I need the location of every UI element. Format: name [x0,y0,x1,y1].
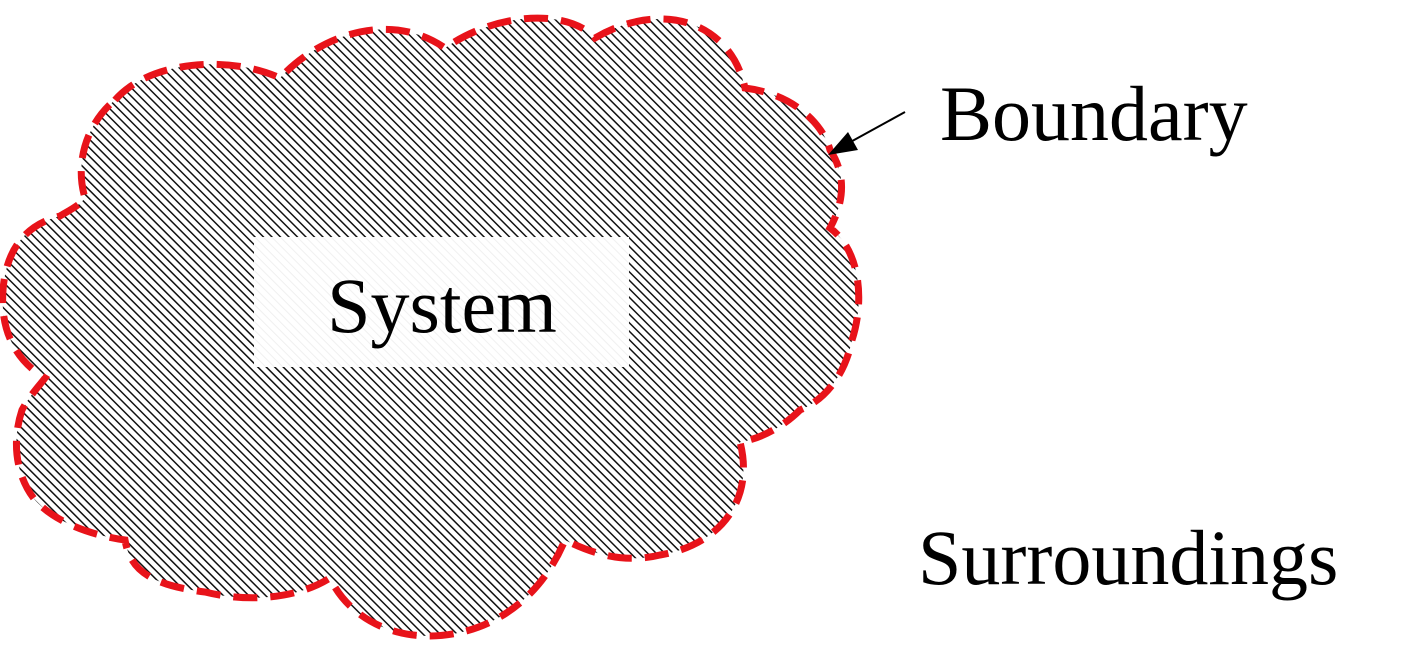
system-label-box [254,237,629,367]
system-label: System [327,262,557,349]
boundary-label: Boundary [940,70,1248,157]
boundary-arrow-line [844,111,906,146]
boundary-arrow-head [828,132,858,155]
surroundings-label: Surroundings [918,514,1338,601]
